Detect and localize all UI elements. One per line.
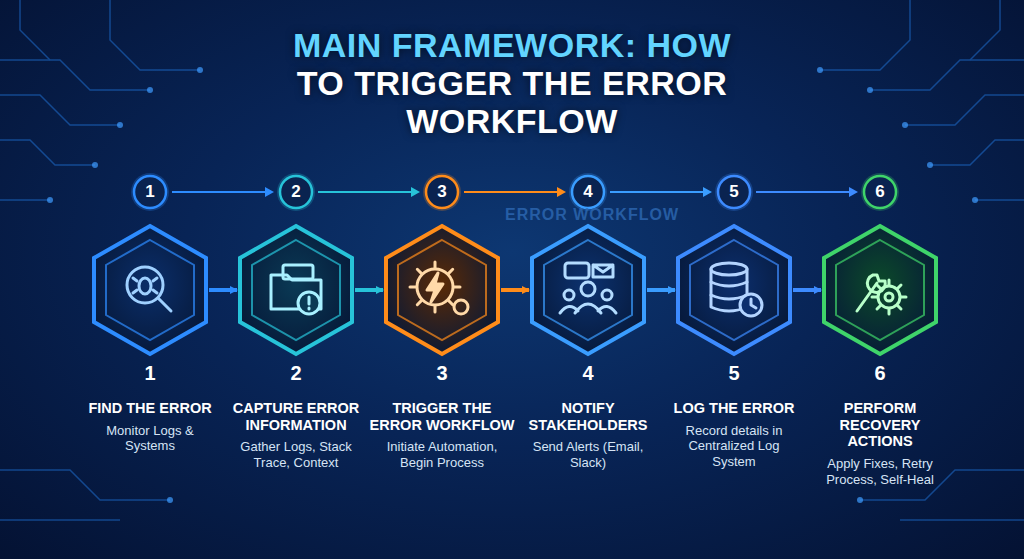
step-hexagon: TRIGGER THE ERROR WORKFLOWInitiate Autom… (383, 223, 501, 357)
hexagon-shape (383, 223, 501, 357)
callout-number: 1 (134, 176, 166, 208)
step-heading: TRIGGER THE ERROR WORKFLOW (369, 400, 515, 433)
hexagon-shape (529, 223, 647, 357)
callout-number: 5 (718, 176, 750, 208)
hexagon-shape (237, 223, 355, 357)
step-number: 6 (864, 362, 896, 385)
step-description: Apply Fixes, Retry Process, Self-Heal (815, 456, 945, 487)
flow-arrow (209, 288, 237, 292)
hexagon-shape (675, 223, 793, 357)
step-description: Monitor Logs & Systems (85, 423, 215, 454)
step-heading: LOG THE ERROR (661, 400, 807, 417)
step-hexagon: LOG THE ERRORRecord details in Centraliz… (675, 223, 793, 357)
step-heading: FIND THE ERROR (77, 400, 223, 417)
step-hexagon: PERFORM RECOVERY ACTIONSApply Fixes, Ret… (821, 223, 939, 357)
step-description: Send Alerts (Email, Slack) (523, 439, 653, 470)
step-hexagon: CAPTURE ERROR INFORMATIONGather Logs, St… (237, 223, 355, 357)
callout-number: 2 (280, 176, 312, 208)
step-hexagon: FIND THE ERRORMonitor Logs & Systems (91, 223, 209, 357)
title: MAIN FRAMEWORK: HOW TO TRIGGER THE ERROR… (287, 26, 737, 140)
hexagon-shape (91, 223, 209, 357)
callout-number: 3 (426, 176, 458, 208)
step-number: 4 (572, 362, 604, 385)
watermark: ERROR WORKFLOW (505, 206, 679, 224)
callout-number: 6 (864, 176, 896, 208)
step-description: Initiate Automation, Begin Process (377, 439, 507, 470)
step-number: 5 (718, 362, 750, 385)
step-number: 3 (426, 362, 458, 385)
step-heading: CAPTURE ERROR INFORMATION (223, 400, 369, 433)
step-heading: NOTIFY STAKEHOLDERS (515, 400, 661, 433)
step-description: Record details in Centralized Log System (669, 423, 799, 470)
step-description: Gather Logs, Stack Trace, Context (231, 439, 361, 470)
step-hexagon: NOTIFY STAKEHOLDERSSend Alerts (Email, S… (529, 223, 647, 357)
step-number: 1 (134, 362, 166, 385)
step-heading: PERFORM RECOVERY ACTIONS (807, 400, 953, 450)
flow-arrow (793, 288, 821, 292)
flow-arrow (355, 288, 383, 292)
hexagon-shape (821, 223, 939, 357)
step-number: 2 (280, 362, 312, 385)
callout-number: 4 (572, 176, 604, 208)
flow-arrow (647, 288, 675, 292)
flow-arrow (501, 288, 529, 292)
